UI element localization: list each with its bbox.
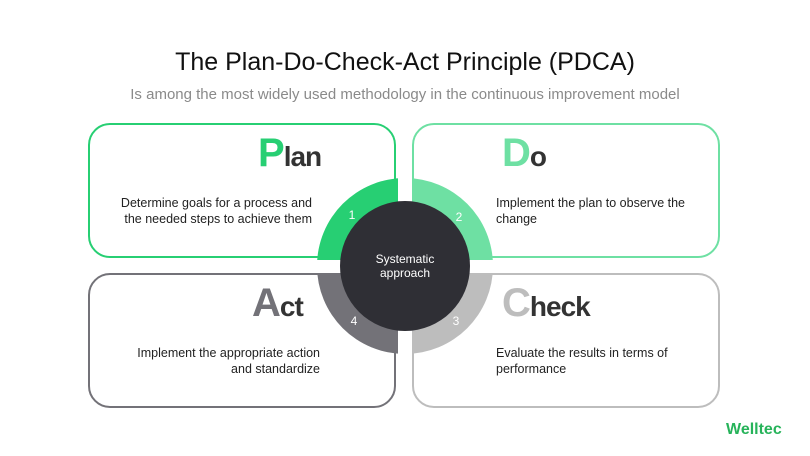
act-initial: A — [252, 281, 281, 325]
act-description-line: Implement the appropriate action — [137, 346, 320, 360]
do-description: Implement the plan to observe the change — [496, 195, 685, 227]
check-initial: C — [502, 281, 531, 325]
number-3: 3 — [453, 314, 460, 328]
plan-description-line: Determine goals for a process and — [120, 196, 312, 210]
number-2: 2 — [456, 210, 463, 224]
plan-initial: P — [258, 131, 285, 175]
check-description-line: performance — [496, 362, 567, 376]
do-box: Do Implement the plan to observe the chan… — [412, 123, 720, 258]
plan-description-line: the needed steps to achieve them — [124, 212, 312, 226]
number-4: 4 — [351, 314, 358, 328]
welltec-logo: Welltec — [726, 421, 782, 438]
check-heading-rest: heck — [529, 291, 591, 322]
do-heading-rest: o — [529, 141, 547, 172]
plan-heading: Plan — [258, 131, 322, 176]
act-heading-rest: ct — [279, 291, 304, 322]
number-1: 1 — [349, 208, 356, 222]
plan-description: Determine goals for a process and the nee… — [121, 195, 312, 227]
center-label-2: approach — [380, 266, 430, 280]
slide-subtitle: Is among the most widely used methodolog… — [130, 86, 680, 103]
check-heading: Check — [502, 281, 591, 326]
act-description: Implement the appropriate action and stan… — [137, 345, 320, 377]
plan-heading-rest: lan — [283, 141, 322, 172]
check-description: Evaluate the results in terms of performa… — [496, 345, 668, 377]
act-heading: Act — [252, 281, 304, 326]
center-label-1: Systematic — [376, 252, 435, 266]
do-initial: D — [502, 131, 531, 175]
do-heading: Do — [502, 131, 547, 176]
slide-title: The Plan-Do-Check-Act Principle (PDCA) — [175, 48, 635, 76]
act-description-line: and standardize — [231, 362, 320, 376]
center-circle — [340, 201, 470, 331]
do-description-line: change — [496, 212, 538, 226]
do-description-line: Implement the plan to observe the — [496, 196, 686, 210]
check-description-line: Evaluate the results in terms of — [496, 346, 668, 360]
plan-box: Plan Determine goals for a process and th… — [88, 123, 396, 258]
